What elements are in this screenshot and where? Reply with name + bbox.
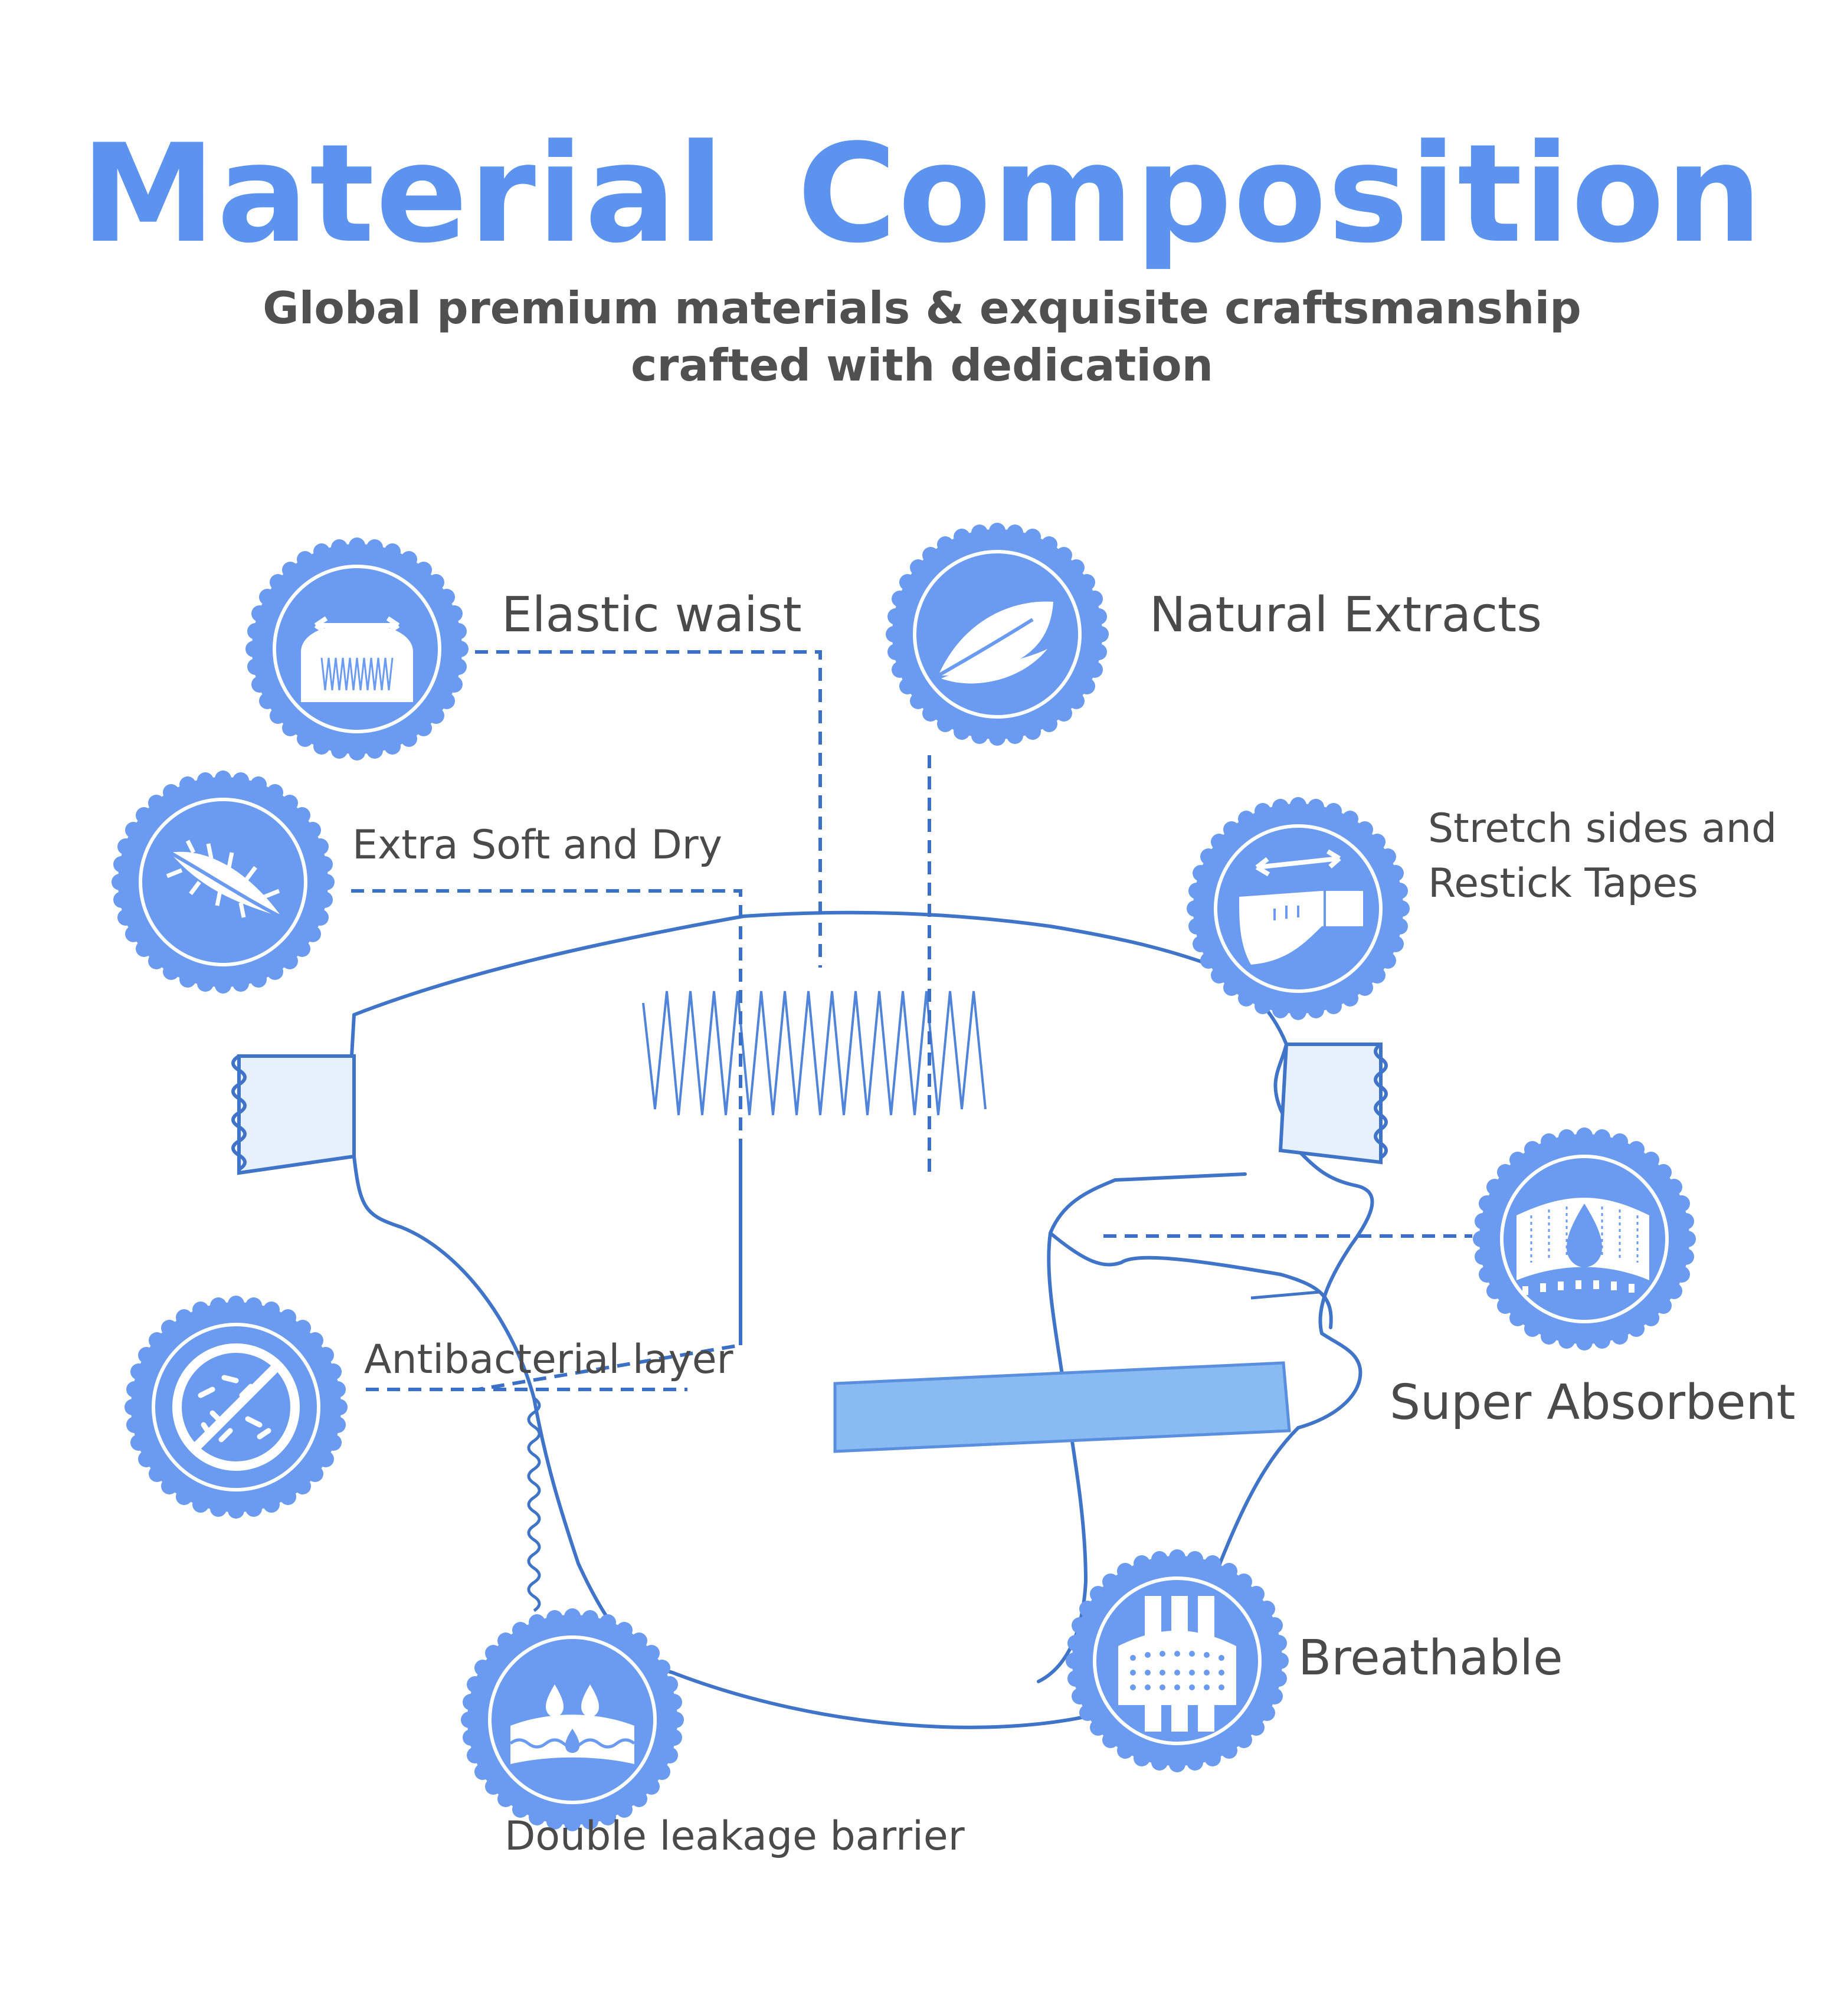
- super-absorbent-label: Super Absorbent: [1390, 1375, 1796, 1431]
- right-tape: [1278, 1043, 1388, 1165]
- stretch-tape-icon: [1187, 797, 1410, 1020]
- absorbent-strip: [833, 1361, 1291, 1453]
- elastic-waist-label: Elastic waist: [502, 587, 802, 643]
- feather-icon: [112, 771, 335, 994]
- extra-soft-label: Extra Soft and Dry: [352, 822, 723, 868]
- double-leakage-label: Double leakage barrier: [505, 1813, 965, 1860]
- water-drop-icon: [1473, 1127, 1696, 1350]
- antibacterial-label: Antibacterial layer: [364, 1336, 733, 1383]
- leaf-icon: [886, 523, 1109, 746]
- breathable-mesh-icon: [1066, 1549, 1289, 1772]
- waist-elastic-zigzag: [642, 991, 987, 1116]
- subtitle-line-1: Global premium materials & exquisite cra…: [263, 282, 1581, 334]
- left-tape: [231, 1054, 356, 1175]
- page-title: Material Composition: [80, 116, 1764, 273]
- dashed-connectors: [351, 650, 1472, 1391]
- no-bacteria-icon: [125, 1296, 348, 1519]
- stretch-sides-label-line2: Restick Tapes: [1428, 860, 1698, 907]
- breathable-label: Breathable: [1298, 1630, 1563, 1686]
- natural-extracts-label: Natural Extracts: [1149, 587, 1542, 643]
- elastic-waist-icon: [245, 537, 469, 760]
- stretch-sides-label-line1: Stretch sides and: [1428, 805, 1777, 852]
- subtitle-line-2: crafted with dedication: [630, 339, 1214, 391]
- leakage-barrier-icon: [461, 1608, 684, 1831]
- leg-cuff-wave: [527, 1397, 541, 1612]
